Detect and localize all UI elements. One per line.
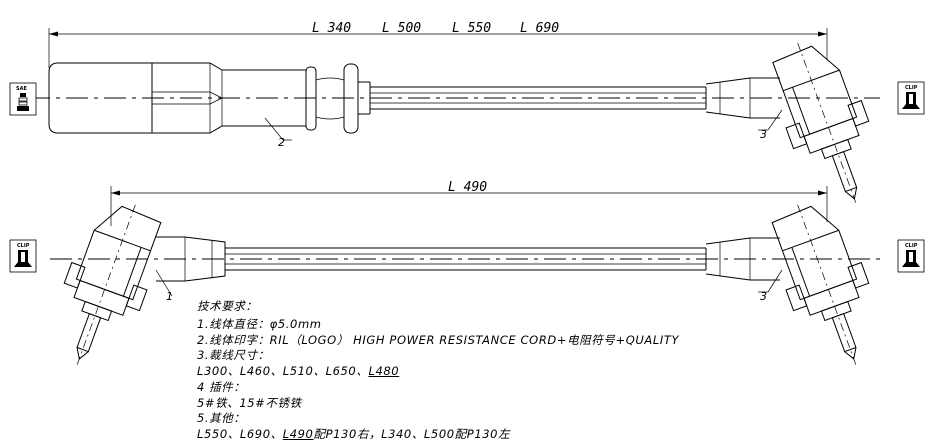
callouts: 2 3 1 3 bbox=[155, 109, 783, 303]
dim-l690: L 690 bbox=[520, 21, 559, 36]
callout-2: 2 bbox=[278, 136, 285, 149]
clip-icon: CLIP bbox=[9, 239, 37, 273]
cut-length-underlined: L480 bbox=[368, 364, 400, 378]
other-length-underlined: L490 bbox=[282, 427, 314, 441]
notes-line-1: 1.线体直径：φ5.0mm bbox=[197, 317, 322, 331]
svg-text:CLIP: CLIP bbox=[17, 243, 30, 249]
top-dimension: L 340 L 500 L 550 L 690 bbox=[48, 21, 828, 68]
notes-line-6: 5#铁、15#不锈铁 bbox=[197, 396, 302, 410]
bottom-dimension: L 490 bbox=[110, 180, 828, 226]
clip-icon: CLIP bbox=[897, 81, 925, 115]
dim-l490: L 490 bbox=[448, 180, 487, 195]
bottom-left-connector bbox=[63, 204, 162, 365]
notes-line-2: 2.线体印字：RIL（LOGO） HIGH POWER RESISTANCE C… bbox=[197, 333, 680, 347]
dim-l340: L 340 bbox=[312, 21, 351, 36]
svg-text:CLIP: CLIP bbox=[905, 85, 918, 91]
other-lengths: L550、L690、 bbox=[197, 427, 283, 441]
svg-text:CLIP: CLIP bbox=[905, 243, 918, 249]
callout-1: 1 bbox=[166, 290, 173, 303]
top-cable bbox=[28, 62, 880, 134]
notes-title: 技术要求： bbox=[197, 299, 258, 313]
notes-line-8: L550、L690、L490配P130右，L340、L500配P130左 bbox=[197, 426, 510, 442]
notes-line-4: L300、L460、L510、L650、L480 bbox=[197, 363, 399, 379]
clip-icon: CLIP bbox=[897, 239, 925, 273]
bottom-right-connector bbox=[771, 204, 870, 365]
dim-l500: L 500 bbox=[382, 21, 421, 36]
dim-l550: L 550 bbox=[452, 21, 491, 36]
callout-3-bottom: 3 bbox=[760, 290, 767, 303]
cut-lengths: L300、L460、L510、L650、 bbox=[197, 364, 369, 378]
bottom-cable bbox=[50, 236, 880, 282]
notes-line-5: 4 插件： bbox=[197, 380, 246, 394]
notes-line-3: 3.裁线尺寸： bbox=[197, 348, 270, 362]
callout-3-top: 3 bbox=[760, 128, 767, 141]
notes-line-7: 5.其他： bbox=[197, 411, 246, 425]
svg-text:SAE: SAE bbox=[16, 86, 27, 92]
sae-icon: SAE bbox=[9, 82, 37, 116]
other-pairing: 配P130右，L340、L500配P130左 bbox=[313, 427, 511, 441]
top-right-connector bbox=[772, 42, 870, 207]
